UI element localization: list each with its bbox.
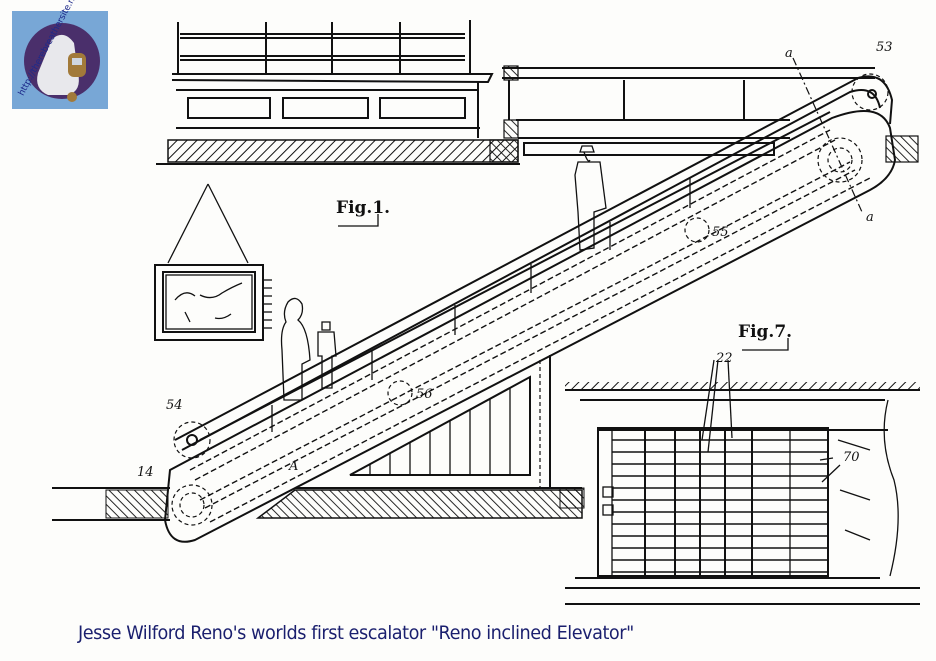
label-14: 14	[137, 465, 154, 480]
label-53: 53	[876, 40, 893, 55]
wheel-14	[171, 484, 213, 526]
reference-labels: Fig.1. Fig.7. 53 a a 55 56 54 14 A 22 70	[137, 40, 893, 480]
upper-balcony-left	[156, 20, 520, 165]
fig1-label: Fig.1.	[336, 198, 390, 218]
label-70: 70	[843, 450, 860, 465]
passengers	[280, 145, 607, 401]
image-caption: Jesse Wilford Reno's worlds first escala…	[78, 622, 634, 644]
hanging-map-picture	[154, 183, 272, 341]
site-logo[interactable]: http://therebreathersite.nl	[12, 0, 108, 109]
label-56: 56	[416, 387, 433, 402]
understair-panel	[349, 355, 551, 488]
wheel-53	[851, 73, 889, 111]
wheel-54	[173, 421, 211, 459]
fig7-detail	[559, 359, 920, 605]
drive-wheel	[817, 137, 863, 183]
label-a-bottom: a	[866, 210, 874, 225]
escalator-truss	[163, 57, 897, 543]
label-55: 55	[712, 225, 729, 240]
label-A: A	[288, 459, 298, 474]
diver-helmet-icon	[24, 23, 100, 102]
wheel-56	[387, 380, 413, 406]
label-a-top: a	[785, 46, 793, 61]
label-22: 22	[715, 351, 733, 366]
wheel-55	[684, 217, 710, 243]
ground-floor	[52, 487, 583, 521]
fig7-label: Fig.7.	[738, 322, 792, 342]
label-54: 54	[166, 398, 183, 413]
